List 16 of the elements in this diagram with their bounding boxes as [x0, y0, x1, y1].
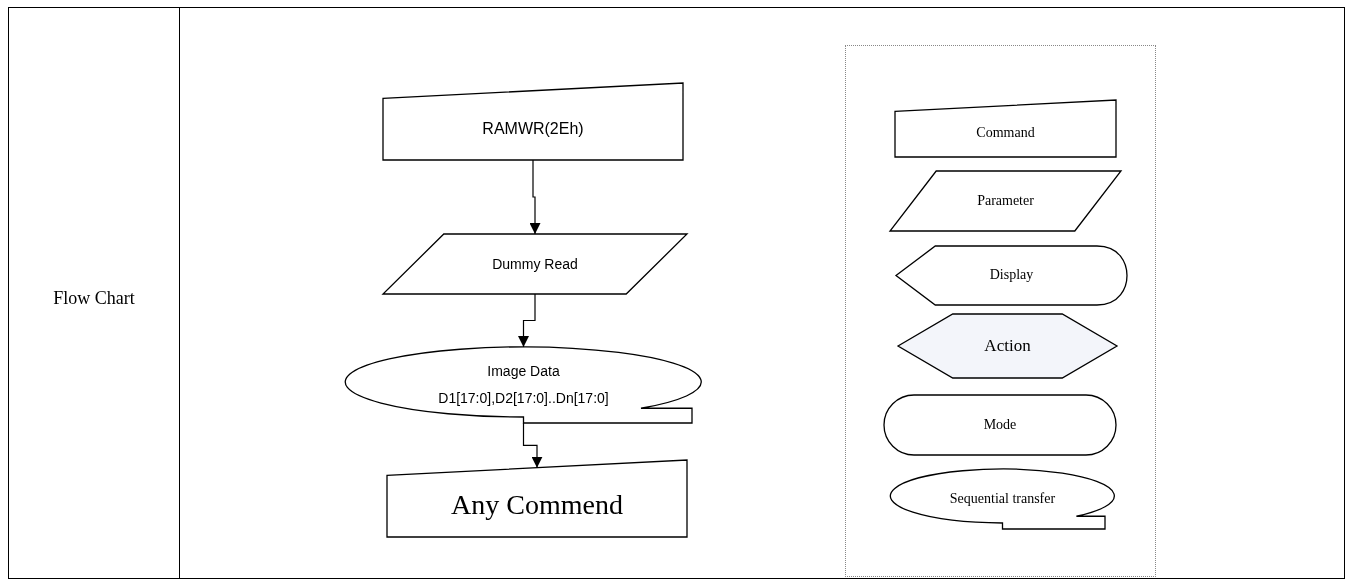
node-label: Image Data	[487, 363, 560, 380]
node-label: Dummy Read	[492, 255, 578, 273]
row-header: Flow Chart	[52, 288, 136, 309]
node-label: Action	[984, 335, 1031, 357]
arrow	[518, 293, 536, 348]
node-label: Parameter	[977, 192, 1034, 210]
arrow	[522, 422, 543, 469]
node-label: Command	[976, 125, 1035, 142]
node-label: Mode	[983, 416, 1017, 434]
dotted-panel	[845, 45, 1156, 577]
node-label: D1[17:0],D2[17:0]..Dn[17:0]	[438, 390, 609, 407]
node-label: Any Commend	[451, 487, 623, 522]
node-label: Display	[989, 267, 1034, 284]
node-label: Sequential transfer	[949, 490, 1056, 508]
arrow	[529, 159, 541, 235]
node-label: RAMWR(2Eh)	[482, 118, 584, 139]
